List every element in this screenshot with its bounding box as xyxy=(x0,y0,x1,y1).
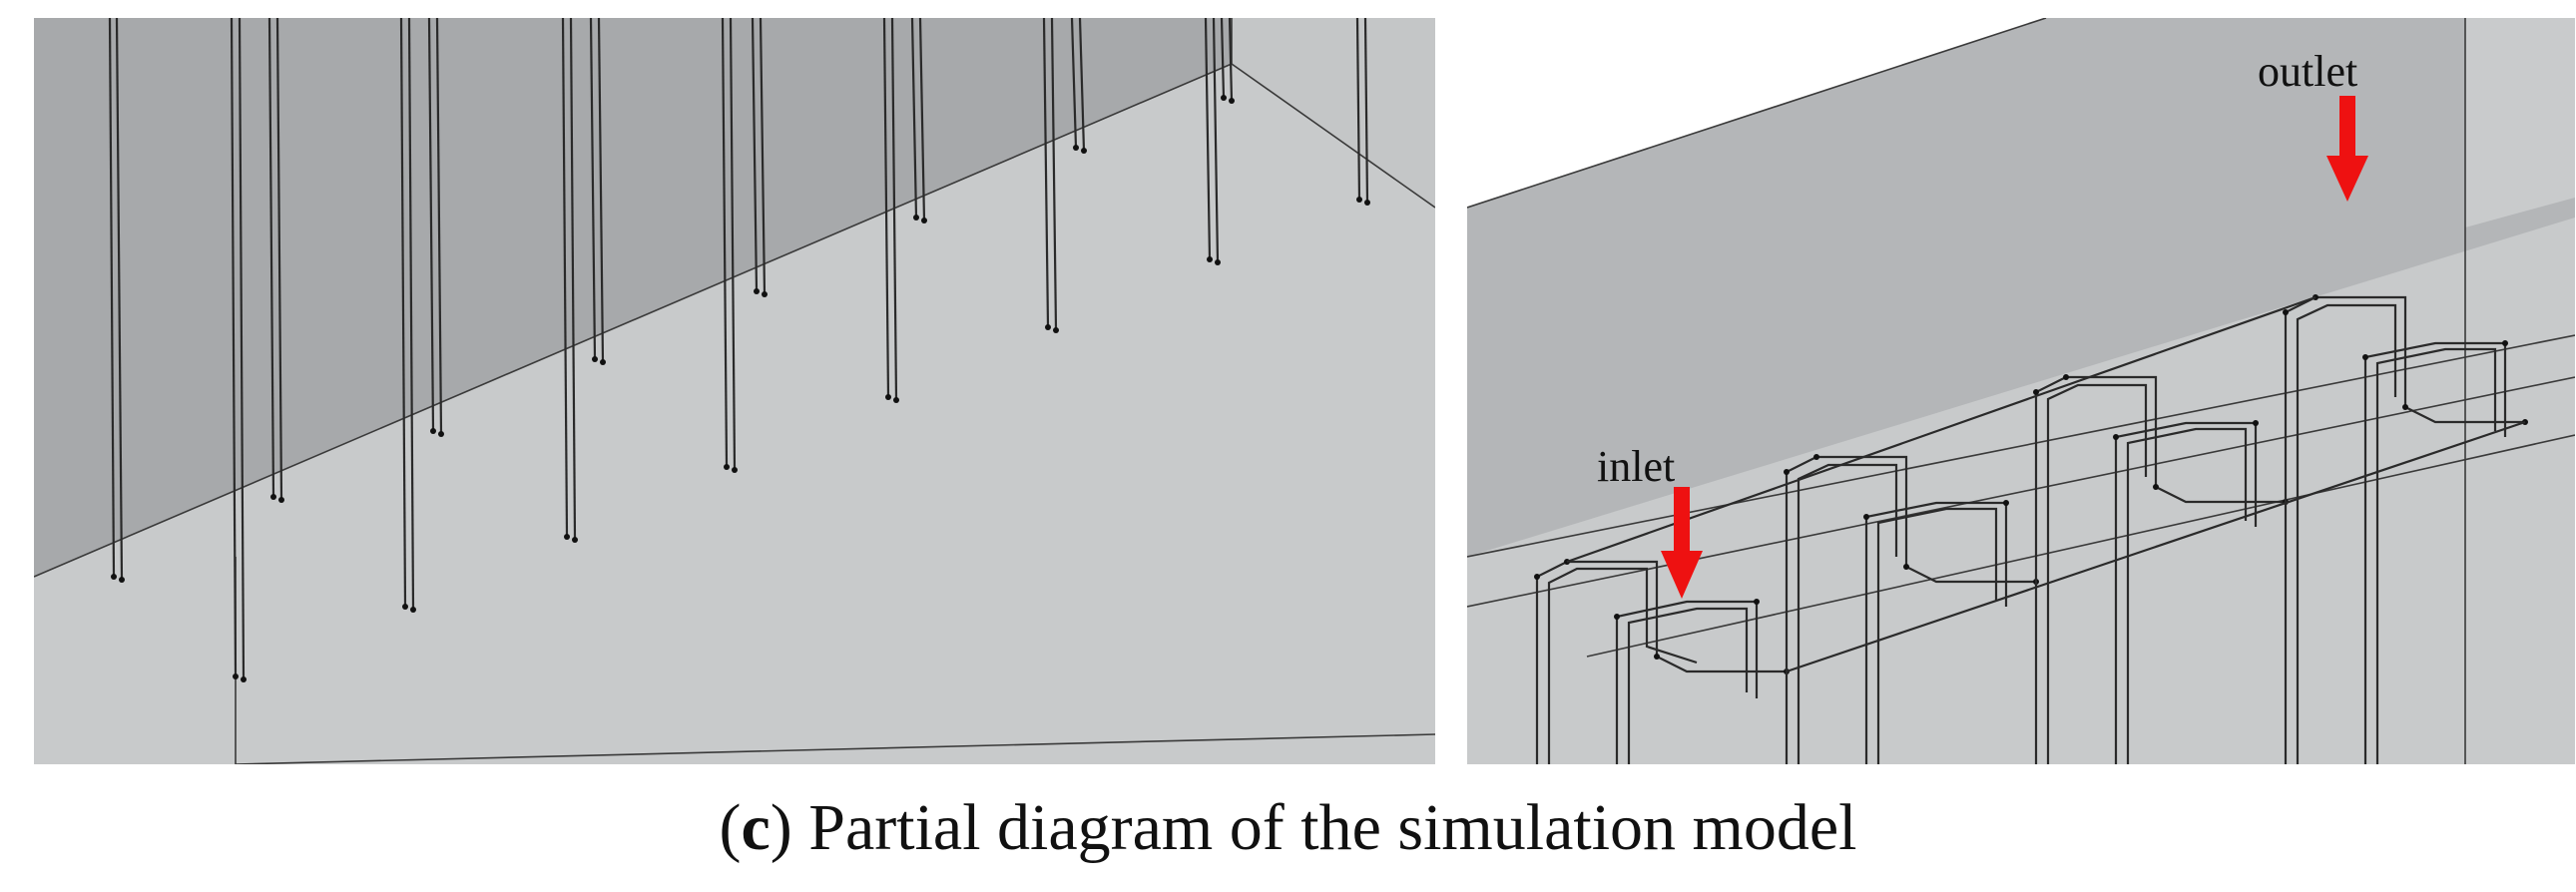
pipe xyxy=(1204,18,1221,265)
left-panel-pipe-array xyxy=(34,18,1435,764)
left-panel-drawing xyxy=(34,18,1435,764)
pipe xyxy=(751,18,768,297)
u-loop xyxy=(1784,454,2039,764)
pipe xyxy=(1355,18,1370,206)
inlet-label: inlet xyxy=(1597,442,1676,491)
pipe-group xyxy=(108,18,1370,682)
pipe xyxy=(399,18,416,613)
header-pipe-bottom xyxy=(1786,420,2526,673)
right-wall xyxy=(2465,18,2575,227)
pipe xyxy=(108,18,125,583)
right-panel-exchanger xyxy=(1467,18,2575,764)
pipe xyxy=(267,18,284,503)
pipe xyxy=(882,18,899,403)
side-wall xyxy=(1232,18,1435,208)
wall-corner-edge xyxy=(1231,63,1435,209)
right-panel-drawing xyxy=(1467,18,2575,764)
caption-text: Partial diagram of the simulation model xyxy=(808,791,1857,864)
trench-edge-mid xyxy=(1467,376,2575,608)
pipe xyxy=(427,18,444,437)
pipe xyxy=(721,18,738,473)
caption-letter: c xyxy=(741,791,771,864)
top-edge xyxy=(1467,18,2047,209)
floor-front-edge xyxy=(235,733,1435,764)
inlet-arrow xyxy=(1661,487,1703,599)
exchanger-pipes xyxy=(1534,294,2528,764)
trench-floor-edge xyxy=(1586,434,2575,658)
figure-caption: (c) Partial diagram of the simulation mo… xyxy=(719,791,1857,864)
pipe xyxy=(1220,18,1235,104)
wall-face xyxy=(34,18,1232,577)
pipe xyxy=(561,18,578,543)
back-wall xyxy=(1467,18,2575,557)
outlet-arrow xyxy=(2326,96,2368,202)
pipe xyxy=(1042,18,1059,333)
header-pipe-top xyxy=(1566,295,2317,564)
u-loop xyxy=(2283,294,2528,764)
trench-edge-top xyxy=(1467,334,2575,558)
outlet-label: outlet xyxy=(2258,47,2358,96)
pipe xyxy=(910,18,927,223)
pipe xyxy=(230,18,247,682)
pipe xyxy=(1070,18,1087,154)
pipe xyxy=(589,18,606,365)
